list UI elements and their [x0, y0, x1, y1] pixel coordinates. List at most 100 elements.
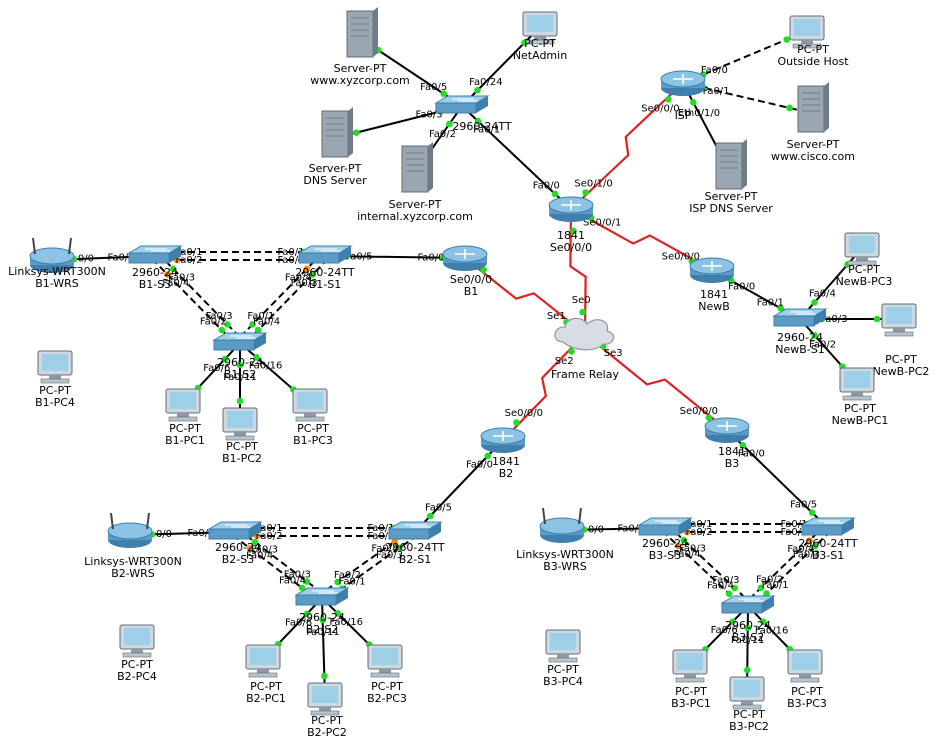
link-status-dot — [218, 326, 226, 334]
device-sw-hq[interactable]: 2960-24TT — [434, 95, 512, 133]
port-label: Fa0/1 — [780, 519, 807, 530]
port-label: Fa0/11 — [223, 372, 256, 383]
device-label: NewB-PC1 — [832, 414, 889, 427]
link-status-dot — [689, 99, 697, 106]
device-label: B1-PC3 — [293, 434, 333, 447]
link-status-dot — [303, 610, 311, 618]
wireless-icon — [107, 512, 153, 548]
link-status-dot — [249, 321, 256, 328]
device-label: B1-PC4 — [35, 396, 75, 409]
port-label: Fa0/0 — [738, 449, 765, 460]
link-status-dot — [665, 96, 672, 103]
device-label: PC-PT — [844, 402, 876, 415]
port-label: Fa0/4 — [279, 576, 306, 587]
port-label: Fa0/6 — [285, 618, 312, 629]
device-label: 2960-24 — [725, 619, 771, 632]
port-label: Fa0/3 — [284, 569, 311, 580]
device-label: B1 — [464, 285, 479, 298]
switch-icon — [294, 587, 350, 606]
port-label: Fa0/1 — [175, 247, 202, 258]
link-status-dot — [484, 452, 492, 460]
port-label: Fa0/2 — [334, 570, 361, 581]
pc-icon — [522, 11, 558, 45]
link-status-dot — [743, 666, 751, 674]
link-status-dot — [757, 584, 765, 592]
port-label: 0/0 — [156, 529, 172, 540]
port-label: Fa0/1 — [247, 311, 274, 322]
port-label: Se1 — [547, 311, 566, 322]
device-label: 2960-24TT — [452, 120, 511, 133]
device-label: B3-PC1 — [671, 697, 711, 710]
device-r-b1[interactable]: Se0/0/0B1 — [442, 245, 492, 298]
link-r-b3-sw-b3-s1 — [726, 429, 829, 529]
device-label: B1-PC1 — [165, 434, 205, 447]
port-label: Fa0/1 — [367, 523, 394, 534]
link-sw-b3-s1-sw-b3-s2 — [744, 524, 826, 604]
link-status-dot — [725, 590, 733, 598]
server-icon — [321, 107, 353, 158]
port-label: Fa0/1 — [762, 580, 789, 591]
device-label: PC-PT — [226, 440, 258, 453]
serial-cable — [502, 333, 586, 441]
device-label: NetAdmin — [513, 49, 567, 62]
device-r-isp[interactable]: ISP — [660, 70, 706, 122]
device-label: B2-S3 — [222, 553, 255, 566]
device-label: B3-S2 — [732, 631, 765, 644]
device-frame-relay[interactable]: Frame Relay — [551, 317, 619, 381]
device-label: Se0/0/0 — [550, 241, 592, 254]
device-label: B1-S1 — [309, 278, 342, 291]
link-status-dot — [334, 610, 341, 617]
device-label: 1841 — [718, 445, 746, 458]
device-label: Server-PT — [309, 162, 362, 175]
link-status-dot — [480, 266, 487, 274]
port-label: Fa0/4 — [707, 581, 734, 592]
link-status-dot — [777, 304, 785, 312]
port-label: Fa0/2 — [175, 255, 202, 266]
port-label: Se2 — [555, 356, 574, 367]
switch-icon — [212, 332, 268, 351]
serial-cable — [570, 208, 713, 271]
device-label: B2 — [499, 467, 514, 480]
